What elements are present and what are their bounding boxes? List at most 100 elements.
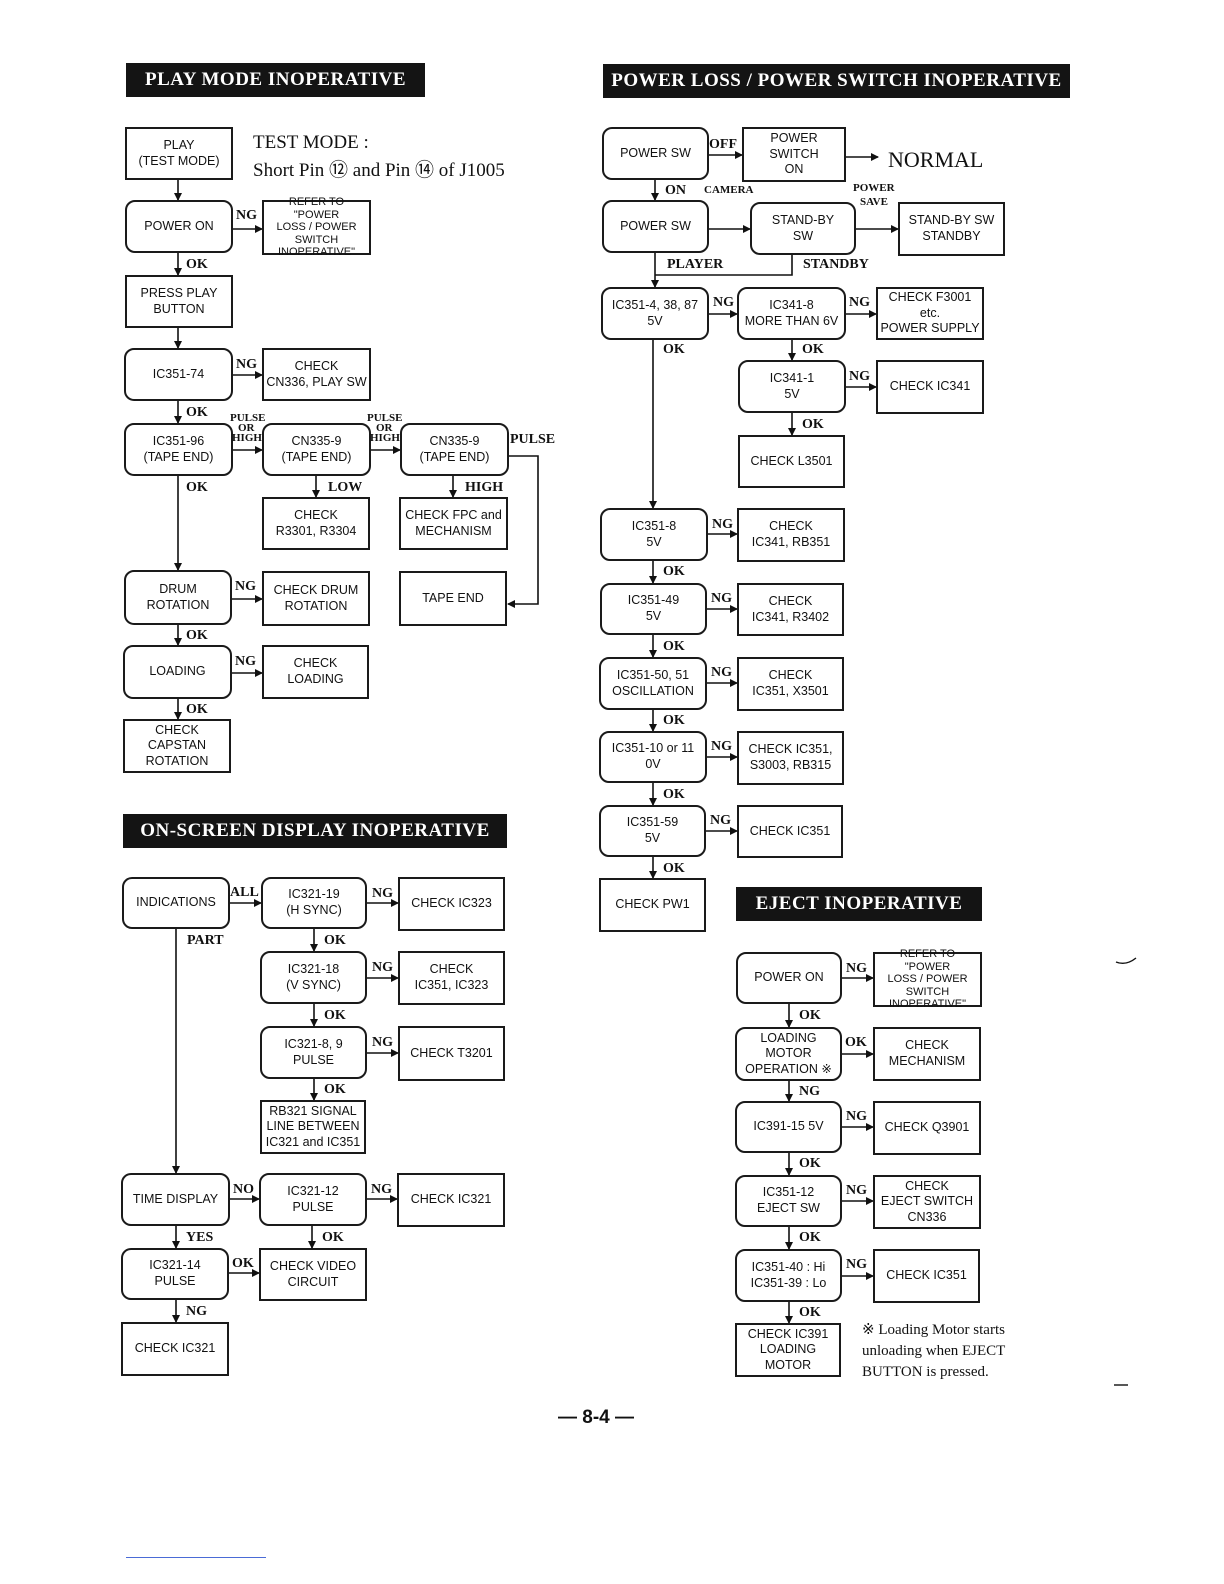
box-check-f3001: CHECK F3001 etc. POWER SUPPLY [876, 287, 984, 340]
box-check-ic391-loading-motor: CHECK IC391 LOADING MOTOR [735, 1323, 841, 1377]
label-on: ON [665, 183, 686, 198]
label-ng: NG [713, 295, 734, 310]
box-check-mechanism: CHECK MECHANISM [873, 1027, 981, 1081]
label-ng: NG [711, 591, 732, 606]
label-or: OR [238, 422, 255, 434]
box-time-display: TIME DISPLAY [121, 1173, 230, 1226]
box-ic351-40-39: IC351-40 : Hi IC351-39 : Lo [735, 1249, 842, 1302]
section-title-power-loss: POWER LOSS / POWER SWITCH INOPERATIVE [603, 64, 1070, 98]
box-ic351-8: IC351-8 5V [600, 508, 708, 561]
label-ok: OK [186, 628, 208, 643]
label-save: SAVE [860, 196, 888, 208]
label-high: HIGH [465, 480, 504, 495]
label-ok: OK [663, 861, 685, 876]
label-ng: NG [236, 208, 257, 223]
label-ok: OK [802, 342, 824, 357]
box-power-sw-2: POWER SW [602, 200, 709, 253]
label-ng: NG [846, 1109, 867, 1124]
bottom-rule [126, 1557, 266, 1558]
label-ng: NG [372, 1035, 393, 1050]
box-check-t3201: CHECK T3201 [398, 1026, 505, 1081]
label-ng: NG [849, 369, 870, 384]
label-ng: NG [711, 739, 732, 754]
label-ok: OK [324, 1082, 346, 1097]
box-drum-rotation: DRUM ROTATION [124, 570, 232, 625]
normal-label: NORMAL [888, 147, 984, 172]
label-ok: OK [186, 702, 208, 717]
box-check-ic351-s3003: CHECK IC351, S3003, RB315 [737, 731, 844, 785]
box-eject-refer-power-loss: REFER TO "POWER LOSS / POWER SWITCH INOP… [873, 948, 982, 1010]
label-ng: NG [846, 961, 867, 976]
label-ng: NG [235, 579, 256, 594]
box-ic341-8: IC341-8 MORE THAN 6V [737, 287, 846, 340]
label-ok: OK [186, 405, 208, 420]
box-ic321-8-9: IC321-8, 9 PULSE [260, 1026, 367, 1079]
label-ng: NG [371, 1182, 392, 1197]
label-ng: NG [372, 886, 393, 901]
box-ic391-15: IC391-15 5V [735, 1101, 842, 1153]
box-standby-sw: STAND-BY SW [750, 202, 856, 255]
box-check-l3501: CHECK L3501 [738, 435, 845, 488]
box-indications: INDICATIONS [122, 877, 230, 929]
label-or: OR [376, 422, 393, 434]
box-check-pw1: CHECK PW1 [599, 878, 706, 932]
label-ok: OK [186, 257, 208, 272]
label-standby: STANDBY [803, 257, 869, 272]
section-title-play-mode: PLAY MODE INOPERATIVE [126, 63, 425, 97]
box-ic321-12: IC321-12 PULSE [259, 1173, 367, 1226]
box-check-ic341-rb351: CHECK IC341, RB351 [737, 508, 845, 562]
label-ok: OK [799, 1305, 821, 1320]
label-pulse: PULSE [367, 412, 403, 424]
box-check-ic323: CHECK IC323 [398, 877, 505, 931]
label-ng: NG [799, 1084, 820, 1099]
box-ic351-59: IC351-59 5V [599, 805, 706, 857]
box-standby-sw-standby: STAND-BY SW STANDBY [898, 202, 1005, 256]
label-ok: OK [799, 1156, 821, 1171]
section-title-eject: EJECT INOPERATIVE [736, 887, 982, 921]
section-title-osd: ON-SCREEN DISPLAY INOPERATIVE [123, 814, 507, 848]
box-ic321-18: IC321-18 (V SYNC) [260, 951, 367, 1004]
box-check-loading: CHECK LOADING [262, 645, 369, 699]
label-pulse: PULSE [510, 432, 556, 447]
box-check-q3901: CHECK Q3901 [873, 1101, 981, 1155]
label-ok: OK [663, 564, 685, 579]
label-ng: NG [849, 295, 870, 310]
label-off: OFF [709, 137, 737, 152]
label-ng: NG [712, 517, 733, 532]
box-refer-power-loss: REFER TO "POWER LOSS / POWER SWITCH INOP… [262, 196, 371, 258]
label-ng: NG [372, 960, 393, 975]
label-ok: OK [663, 639, 685, 654]
box-rb321-signal: RB321 SIGNAL LINE BETWEEN IC321 and IC35… [260, 1100, 366, 1154]
eject-footnote: ※ Loading Motor starts unloading when EJ… [862, 1322, 1006, 1380]
label-yes: YES [186, 1230, 214, 1245]
box-loading: LOADING [123, 645, 232, 699]
label-ok: OK [324, 933, 346, 948]
box-check-ic321-b: CHECK IC321 [121, 1322, 229, 1376]
box-check-ic351: CHECK IC351 [737, 805, 843, 858]
label-part: PART [187, 933, 224, 948]
label-ok: OK [802, 417, 824, 432]
test-mode-instruction: Short Pin ⑫ and Pin ⑭ of J1005 [253, 160, 505, 181]
label-ok: OK [663, 787, 685, 802]
box-ic321-14: IC321-14 PULSE [121, 1248, 229, 1300]
label-ng: NG [846, 1257, 867, 1272]
label-ng: NG [236, 357, 257, 372]
box-ic351-50-51: IC351-50, 51 OSCILLATION [599, 657, 707, 710]
box-eject-check-ic351: CHECK IC351 [873, 1249, 980, 1303]
label-ok: OK [799, 1230, 821, 1245]
box-power-switch-on: POWER SWITCH ON [742, 127, 846, 182]
page-number: — 8-4 — [558, 1407, 635, 1428]
label-no: NO [233, 1182, 254, 1197]
box-ic351-49: IC351-49 5V [600, 583, 707, 635]
box-ic351-74: IC351-74 [124, 348, 233, 401]
label-low: LOW [328, 480, 363, 495]
box-check-capstan: CHECK CAPSTAN ROTATION [123, 719, 231, 773]
label-ok: OK [186, 480, 208, 495]
box-check-video-circuit: CHECK VIDEO CIRCUIT [259, 1248, 367, 1301]
box-play-test-mode: PLAY (TEST MODE) [125, 127, 233, 180]
box-ic351-10-11: IC351-10 or 11 0V [599, 731, 707, 783]
label-power: POWER [853, 182, 895, 194]
box-power-on: POWER ON [125, 200, 233, 253]
label-ng: NG [710, 813, 731, 828]
